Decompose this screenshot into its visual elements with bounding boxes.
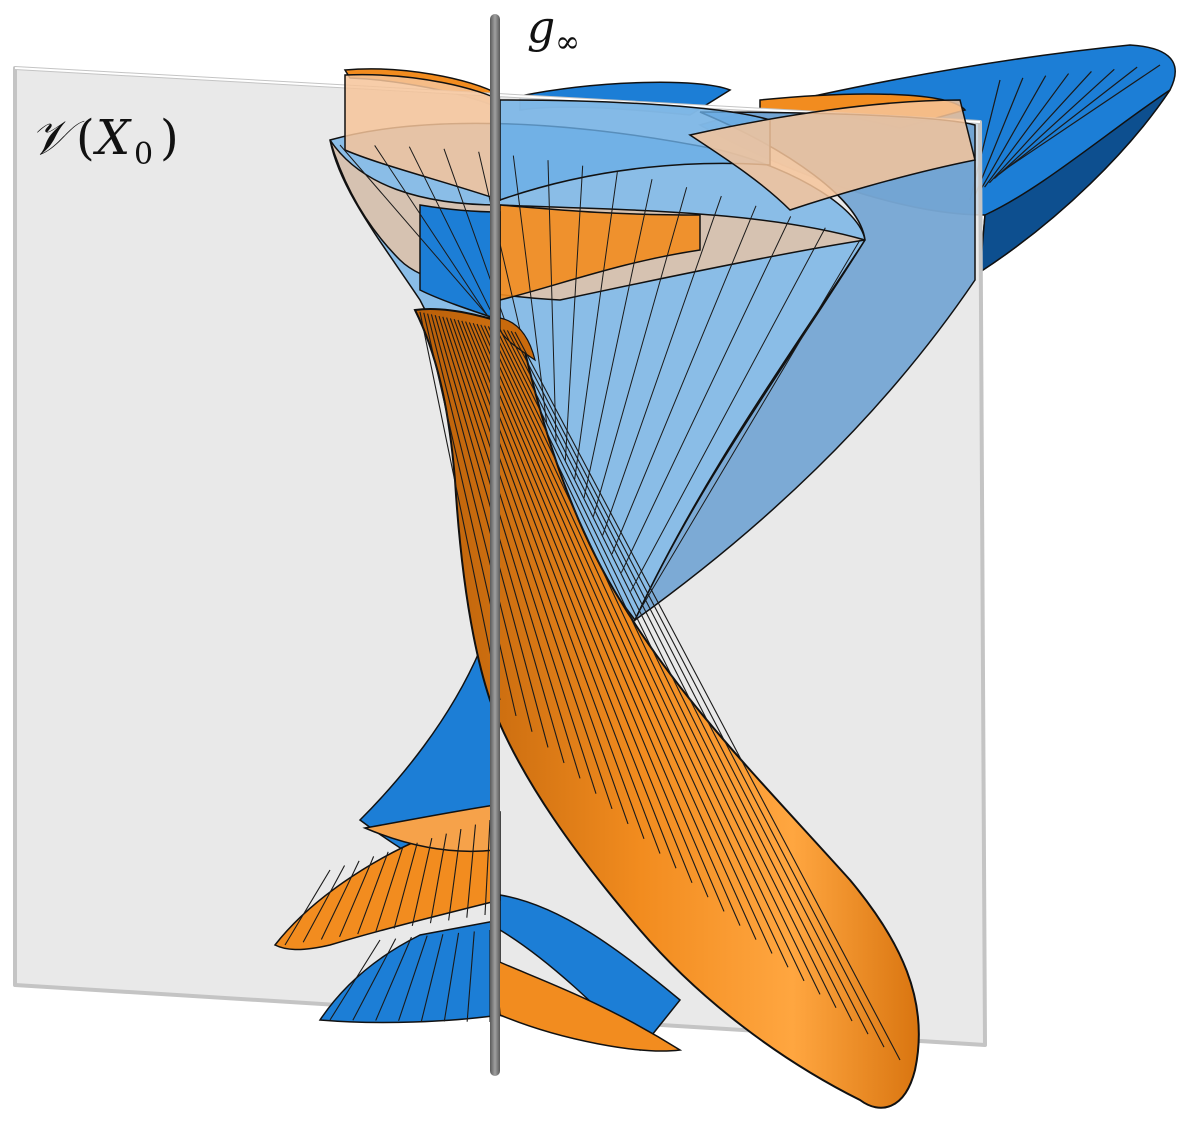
ruling-line — [620, 216, 792, 573]
ruling-line — [442, 316, 597, 794]
ruling-line — [476, 323, 741, 926]
ruling-line — [375, 936, 412, 1021]
ruling-line — [449, 318, 629, 825]
ruling-line — [499, 328, 837, 1009]
ruling-line — [514, 331, 901, 1061]
ruling-line — [979, 75, 1047, 192]
ruling-line — [583, 179, 653, 499]
plane-label-sub: 0 — [134, 137, 153, 172]
ruling-line — [339, 856, 375, 938]
ruling-line — [547, 160, 557, 443]
ruling-line — [487, 326, 789, 968]
ruling-line — [574, 171, 618, 480]
ruling-line — [512, 155, 548, 424]
ruling-line — [375, 847, 404, 932]
ruling-line — [466, 824, 477, 918]
ruling-line — [419, 311, 501, 701]
ruling-line — [466, 931, 475, 1022]
ruling-line — [993, 68, 1115, 180]
ruling-line — [506, 330, 869, 1035]
ruling-line — [510, 330, 885, 1048]
ruling-line — [984, 73, 1070, 188]
flap-rulings — [284, 819, 491, 1022]
ruling-line — [329, 939, 381, 1021]
ruling-line — [998, 66, 1138, 175]
upper-cone — [329, 73, 976, 623]
ruling-line — [398, 935, 428, 1022]
ruling-line — [503, 329, 853, 1022]
ruling-line — [302, 865, 346, 943]
ruling-line — [423, 312, 517, 717]
ruling-line — [639, 239, 861, 611]
ruling-line — [480, 324, 757, 940]
ruling-line — [491, 326, 805, 982]
ruling-line — [484, 325, 773, 954]
ruling-line — [374, 145, 510, 349]
ruling-line — [446, 317, 613, 810]
plane-label-close: ) — [160, 110, 179, 166]
axis-label-sub: ∞ — [555, 25, 580, 60]
ruling-line — [420, 934, 444, 1022]
ruling-line — [1003, 64, 1161, 171]
axis-label-g: g — [527, 2, 555, 53]
ruling-line — [602, 195, 722, 536]
ruling-line — [468, 322, 709, 898]
ruling-line — [988, 71, 1092, 184]
ruling-line — [320, 860, 360, 940]
ruling-line — [472, 322, 725, 912]
ruling-line — [427, 313, 533, 732]
plane-label-var: X — [92, 110, 132, 166]
ruling-line — [430, 314, 549, 748]
ruling-line — [411, 838, 433, 927]
ruling-line — [438, 315, 581, 779]
ruling-line — [592, 187, 688, 517]
wing-rulings — [969, 64, 1161, 201]
ruling-line — [352, 938, 397, 1021]
ruling-line — [357, 851, 389, 935]
ruling-line — [564, 165, 584, 461]
axis-g-infinity — [490, 14, 500, 1076]
plane-label-open: ( — [76, 110, 95, 166]
ruling-line — [630, 227, 826, 592]
ruling-line — [448, 829, 462, 921]
ruling-line — [284, 869, 331, 946]
ruling-line — [453, 319, 645, 840]
ruling-line — [429, 833, 447, 924]
ruling-line — [495, 327, 821, 995]
ruling-line — [393, 842, 418, 929]
ruling-line — [974, 77, 1024, 196]
ruling-line — [465, 321, 693, 883]
ruling-line — [484, 819, 491, 916]
ruling-line — [611, 205, 757, 555]
ruling-line — [339, 144, 501, 331]
ruling-line — [443, 932, 460, 1022]
